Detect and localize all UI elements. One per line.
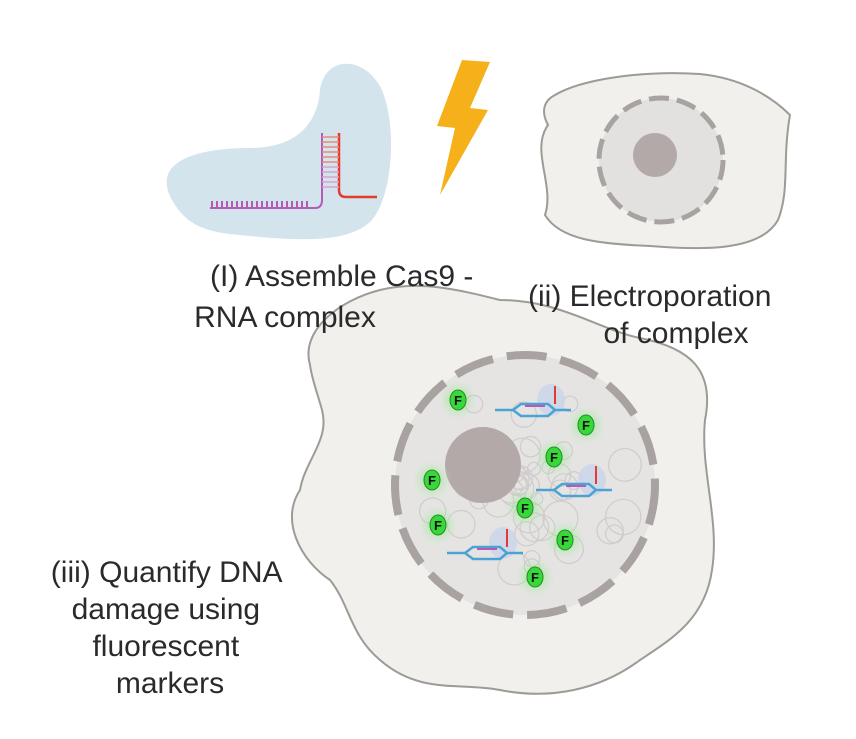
cas9-rna-complex: [166, 63, 392, 240]
target-cell: F F F F F F F F: [290, 284, 715, 695]
step1-line2: RNA complex: [194, 301, 376, 334]
fluorescent-marker: F: [412, 460, 452, 500]
cas9-dna-complex: [536, 464, 612, 498]
step1-line1: (I) Assemble Cas9 -: [210, 260, 473, 293]
fluorescent-marker: F: [418, 505, 458, 545]
electroporated-cell: [540, 72, 792, 250]
step3-line4: markers: [116, 667, 224, 700]
fluorescent-markers: F F F F F F F F: [412, 380, 606, 597]
step2-line1: (ii) Electroporation: [528, 280, 771, 313]
marker-letter: F: [531, 570, 539, 585]
marker-letter: F: [428, 473, 436, 488]
step2-label: (ii) Electroporation of complex: [528, 280, 780, 350]
fluorescent-marker: F: [505, 488, 545, 528]
fluorescent-marker: F: [438, 380, 478, 420]
marker-letter: F: [550, 450, 558, 465]
chromatin-loop: [604, 524, 624, 544]
step3-line3: fluorescent: [92, 630, 239, 663]
cas9-dna-complex: [447, 527, 523, 561]
step2-line2: of complex: [603, 317, 748, 350]
step3-label: (iii) Quantify DNA damage using fluoresc…: [51, 556, 289, 700]
lightning-bolt-icon: [437, 60, 490, 195]
cas9-dna-complex: [495, 384, 571, 418]
base-pair-rungs: [322, 136, 339, 188]
marker-letter: F: [561, 533, 569, 548]
fluorescent-marker: F: [545, 520, 585, 560]
chromatin-loop: [510, 401, 538, 428]
nucleolus: [633, 133, 677, 177]
chromatin-loop: [608, 447, 642, 482]
target-dna-strand: [337, 133, 377, 199]
marker-letter: F: [582, 418, 590, 433]
fluorescent-marker: F: [515, 557, 555, 597]
step3-line1: (iii) Quantify DNA: [51, 556, 283, 589]
marker-letter: F: [454, 393, 462, 408]
nucleolus: [445, 427, 521, 503]
dna-complexes: [447, 384, 612, 561]
marker-letter: F: [521, 501, 529, 516]
fluorescent-marker: F: [566, 405, 606, 445]
cas9-protein-blob: [166, 63, 392, 240]
fluorescent-marker: F: [534, 437, 574, 477]
step1-label: (I) Assemble Cas9 - RNA complex: [194, 260, 482, 334]
step3-line2: damage using: [72, 593, 260, 626]
marker-letter: F: [434, 518, 442, 533]
guide-rna: [210, 133, 323, 209]
